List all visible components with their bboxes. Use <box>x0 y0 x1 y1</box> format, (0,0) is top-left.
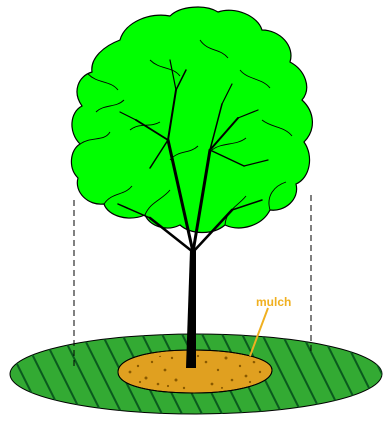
mulch-label: mulch <box>256 295 291 309</box>
tree-trunk <box>186 250 196 368</box>
tree-canopy <box>71 7 312 232</box>
